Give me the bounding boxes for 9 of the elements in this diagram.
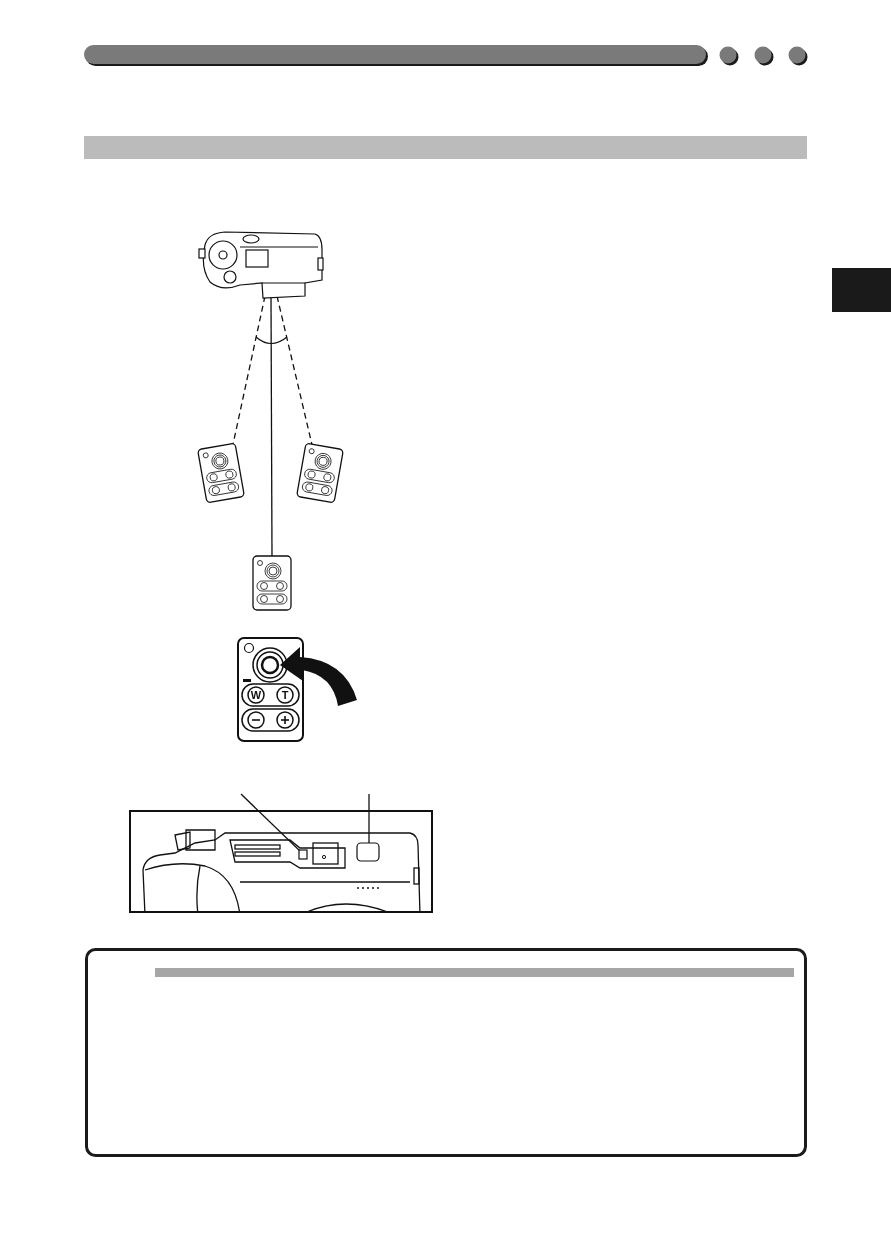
button-label: T	[280, 689, 290, 701]
self-timer-lamp	[298, 849, 308, 860]
button-label: W	[249, 689, 263, 701]
sensor-window	[356, 842, 380, 862]
remote-control-drawing	[252, 555, 292, 611]
section-band	[84, 136, 807, 159]
leader-line	[240, 793, 301, 852]
leader-line	[368, 793, 370, 844]
camera-drawing	[198, 231, 324, 299]
